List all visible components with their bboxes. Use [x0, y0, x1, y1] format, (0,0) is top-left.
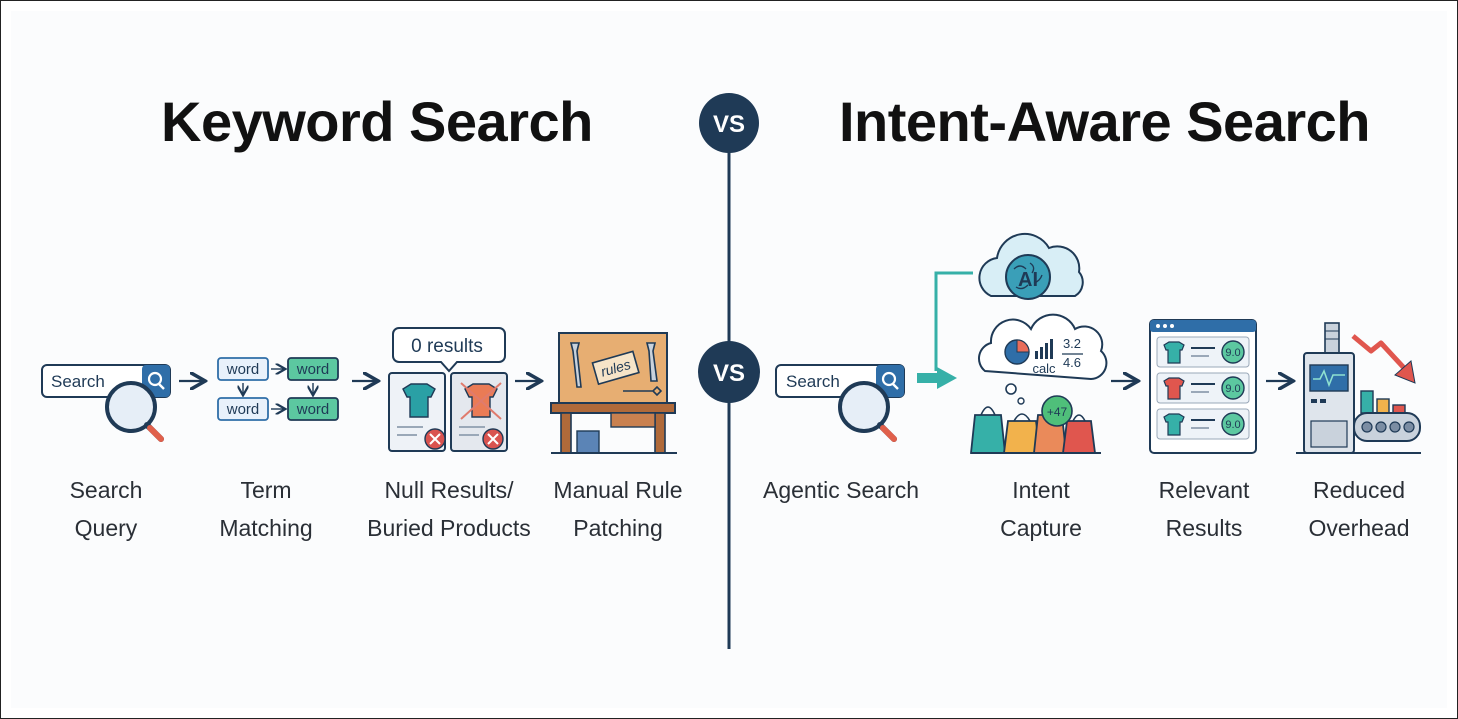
zero-results-bubble — [392, 327, 506, 373]
right-agentic-search-icon: Search — [775, 364, 905, 442]
diagram-art: VS VS Search word word word word 0 resul… — [41, 93, 1421, 649]
score-badge — [1221, 412, 1245, 436]
result-row: 9.0 — [1156, 372, 1250, 404]
zero-results-text: 0 results — [411, 336, 483, 357]
left-step-line1: Manual Rule — [553, 477, 683, 503]
tshirt-icon — [1163, 413, 1185, 436]
left-step-label: Manual Rule Patching — [533, 471, 703, 547]
right-step-label: Agentic Search — [741, 471, 941, 509]
diagram-canvas: VS VS Search word word word word 0 resul… — [11, 11, 1447, 708]
calc-top-value: 3.2 — [1063, 336, 1081, 351]
left-step-label: Null Results/ Buried Products — [349, 471, 549, 547]
conveyor-belt — [1353, 412, 1421, 442]
right-step-label: Intent Capture — [971, 471, 1111, 547]
tshirt-icon — [1163, 341, 1185, 364]
search-box-text: Search — [786, 372, 840, 391]
vs-badge-top — [699, 93, 759, 153]
word-chip-matched — [287, 397, 339, 421]
workbench-top — [550, 402, 676, 414]
right-step-line1: Relevant — [1158, 477, 1250, 503]
tshirt-icon — [1163, 377, 1185, 400]
plus-badge — [1041, 395, 1073, 427]
word-chip-text: word — [226, 401, 260, 418]
wrench-small-icon — [623, 385, 663, 397]
word-chip-text: word — [296, 361, 330, 378]
box-icon — [576, 430, 600, 454]
word-chip — [217, 397, 269, 421]
left-step-line2: Matching — [219, 515, 313, 541]
teal-arrow — [937, 367, 957, 389]
word-chip-text: word — [226, 361, 260, 378]
right-relevant-results-icon: 9.0 9.0 9.0 — [1149, 319, 1257, 454]
right-reduced-overhead-icon — [1296, 322, 1421, 454]
vs-mid-text: VS — [713, 360, 745, 387]
svg-text:9.0: 9.0 — [1225, 419, 1240, 431]
rules-sign — [591, 350, 640, 386]
search-box-text: Search — [51, 372, 105, 391]
calc-label: calc — [1032, 361, 1056, 376]
left-step-line1: Null Results/ — [384, 477, 514, 503]
left-step-line2: Buried Products — [367, 515, 531, 541]
left-step-line2: Patching — [573, 515, 663, 541]
search-icon — [147, 371, 163, 387]
teal-connector — [917, 271, 973, 389]
right-intent-capture-icon: AI calc 3.2 4.6 +47 — [970, 232, 1108, 454]
magnifier-icon — [105, 381, 157, 433]
left-manual-rule-icon: rules — [550, 332, 677, 454]
result-row: 9.0 — [1156, 408, 1250, 440]
left-step-line2: Query — [74, 515, 138, 541]
magnifier-icon — [838, 381, 890, 433]
pulse-line — [1313, 368, 1345, 388]
right-step-label: Relevant Results — [1137, 471, 1271, 547]
left-search-query-icon: Search — [41, 364, 171, 442]
wrench-icon — [645, 342, 658, 382]
right-step-label: Reduced Overhead — [1291, 471, 1427, 547]
svg-text:9.0: 9.0 — [1225, 347, 1240, 359]
left-step-line1: Search — [69, 477, 143, 503]
right-step-line2: Results — [1165, 515, 1243, 541]
left-step-label: Term Matching — [201, 471, 331, 547]
word-chip-text: word — [296, 401, 330, 418]
word-chip-matched — [287, 357, 339, 381]
svg-text:9.0: 9.0 — [1225, 383, 1240, 395]
word-chip — [217, 357, 269, 381]
right-step-line1: Intent — [1012, 477, 1070, 503]
left-term-matching-icon: word word word word — [217, 357, 339, 421]
center-divider: VS VS — [698, 93, 760, 649]
window-titlebar — [1150, 320, 1256, 332]
bar-yellow — [1376, 398, 1390, 414]
trend-down-arrow — [1351, 334, 1407, 371]
score-badge — [1221, 376, 1245, 400]
vs-badge-mid — [698, 341, 760, 403]
right-step-line2: Overhead — [1308, 515, 1410, 541]
calc-bottom-value: 4.6 — [1063, 355, 1081, 370]
bar-teal — [1360, 390, 1374, 414]
tshirt-icon — [402, 383, 436, 418]
result-row: 9.0 — [1156, 336, 1250, 368]
vs-top-text: VS — [713, 111, 745, 138]
left-null-results-icon: 0 results — [388, 327, 508, 452]
shopping-bag-icon — [1061, 420, 1097, 454]
left-title: Keyword Search — [161, 90, 593, 153]
bar-red — [1392, 404, 1406, 414]
left-step-line1: Term — [240, 477, 292, 503]
search-icon — [881, 371, 897, 387]
bar-chart-icon — [1035, 351, 1038, 359]
right-step-line1: Reduced — [1312, 477, 1406, 503]
ai-label: AI — [1018, 269, 1038, 291]
chimney — [1324, 322, 1340, 354]
left-step-label: Search Query — [41, 471, 171, 547]
plus-badge-text: +47 — [1047, 405, 1068, 419]
wrench-icon — [569, 342, 582, 388]
shopping-bag-icon — [970, 414, 1006, 454]
right-step-line1: Agentic Search — [763, 477, 919, 503]
score-badge — [1221, 340, 1245, 364]
right-step-line2: Capture — [1000, 515, 1082, 541]
right-title: Intent-Aware Search — [839, 90, 1370, 153]
